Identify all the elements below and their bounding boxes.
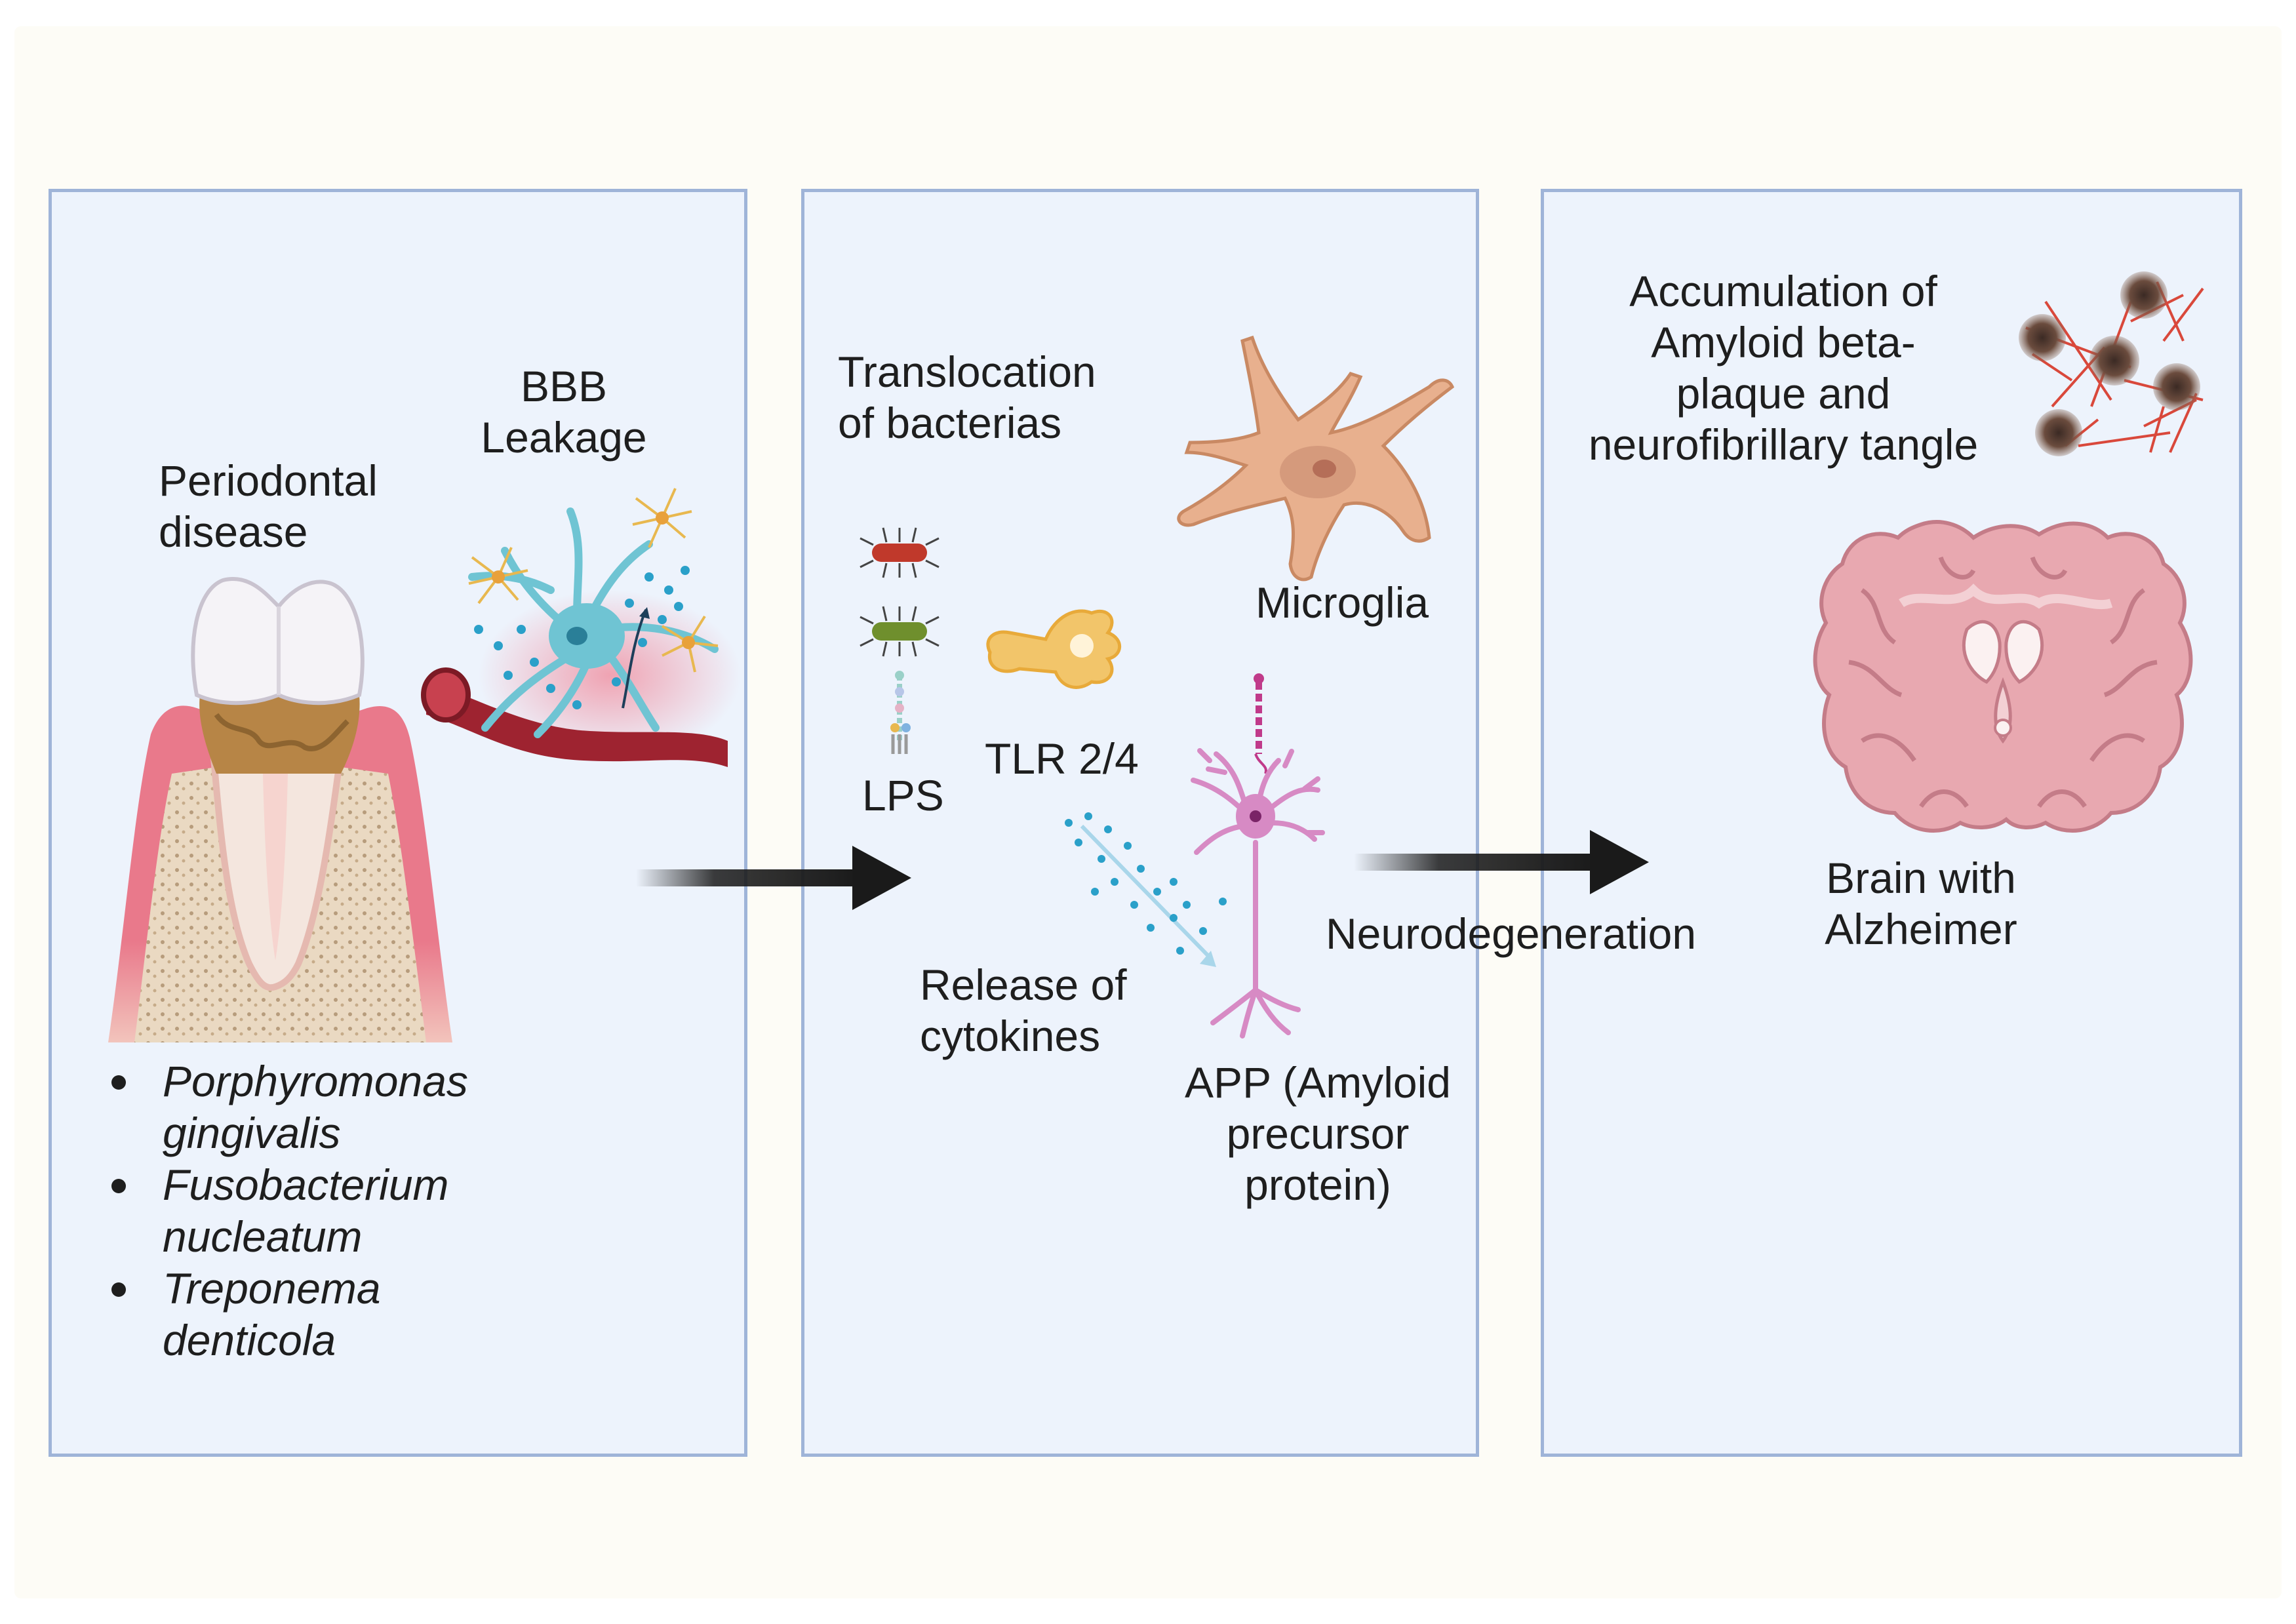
- brain-alzheimer-label: Brain with Alzheimer: [1825, 854, 2017, 953]
- amyloid-plaque-tangle-icon: [2019, 271, 2204, 456]
- blood-vessel: [426, 682, 728, 767]
- alzheimer-brain-section: [1813, 520, 2193, 833]
- list-item: Treponema denticola: [111, 1263, 468, 1366]
- lps-label: LPS: [862, 771, 944, 820]
- list-item: Porphyromonas gingivalis: [111, 1056, 468, 1159]
- microglia-cell: [1177, 335, 1455, 582]
- accumulation-label: Accumulation of Amyloid beta- plaque and…: [1588, 267, 1979, 469]
- bullet-icon: [111, 1075, 126, 1090]
- list-item: Fusobacterium nucleatum: [111, 1159, 468, 1263]
- cytokines-label: Release of cytokines: [920, 961, 1127, 1060]
- tooth-periodontitis-illustration: [108, 577, 452, 1042]
- arrow-2-neurodegeneration: [1354, 830, 1649, 894]
- periodontal-disease-label: Periodontal disease: [159, 456, 378, 556]
- panel-bacterial-translocation: [801, 189, 1479, 1457]
- bbb-leakage-illustration: [421, 488, 741, 767]
- bullet-icon: [111, 1179, 126, 1193]
- cytokine-release-icon: [1065, 812, 1227, 967]
- tlr-receptor-icon: [986, 609, 1122, 689]
- tartar-calculus: [199, 695, 360, 774]
- bacteria-species-list: Porphyromonas gingivalis Fusobacterium n…: [111, 1056, 468, 1366]
- lps-molecule-icon: [890, 671, 911, 754]
- neuron-cell: [1191, 673, 1325, 1039]
- bbb-leakage-label: BBB Leakage: [481, 362, 647, 462]
- neurodegeneration-label: Neurodegeneration: [1326, 909, 1697, 958]
- panel-alzheimer-brain: [1541, 189, 2242, 1457]
- tlr-label: TLR 2/4: [985, 734, 1139, 783]
- oligodendrocyte-cells: [468, 488, 719, 673]
- translocation-label: Translocation of bacterias: [838, 347, 1096, 447]
- root-canal: [262, 741, 288, 961]
- arrow-1: [636, 846, 911, 910]
- leaking-particles: [474, 566, 690, 709]
- app-label: APP (Amyloid precursor protein): [1185, 1058, 1451, 1209]
- ventricles: [1962, 620, 2044, 684]
- vessel-lumen: [421, 667, 471, 723]
- microglia-label: Microglia: [1256, 578, 1429, 627]
- bacteria-icons: [860, 527, 940, 657]
- bullet-icon: [111, 1282, 126, 1297]
